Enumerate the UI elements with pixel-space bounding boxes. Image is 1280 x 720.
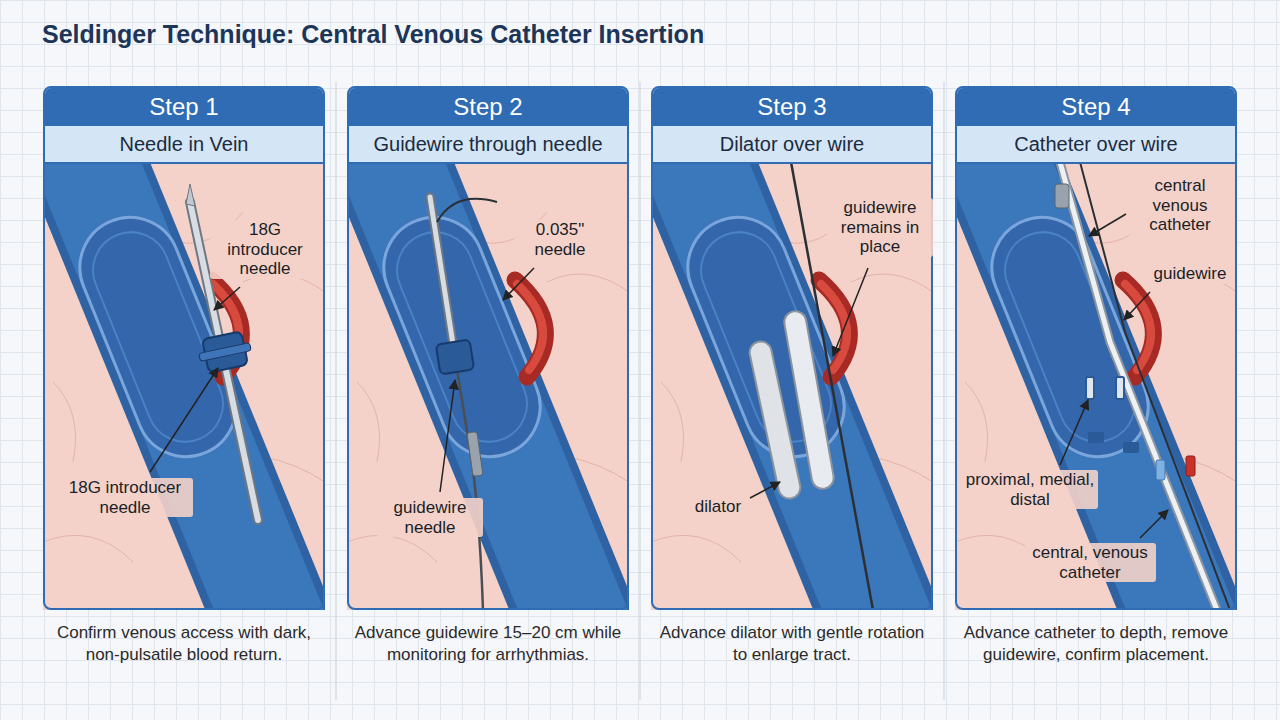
step-caption: Advance catheter to depth, remove guidew… xyxy=(955,622,1237,666)
leader-line xyxy=(1089,214,1126,236)
panel-frame: Step 3Dilator over wire xyxy=(651,86,933,610)
step-header: Step 2 xyxy=(349,88,627,126)
lumen-port xyxy=(1086,377,1094,399)
leader-line xyxy=(503,268,534,300)
separator xyxy=(640,82,641,700)
needle-hub xyxy=(199,343,252,362)
panel-frame: Step 4Catheter over wire xyxy=(955,86,1237,610)
step-subheader: Dilator over wire xyxy=(653,126,931,164)
wire-advancer xyxy=(467,432,483,477)
needle-shaft xyxy=(430,197,455,357)
callout-label: guidewire needle xyxy=(377,498,483,537)
lumen-port xyxy=(1186,456,1195,476)
needle-tip xyxy=(186,184,195,206)
leader-line xyxy=(750,482,780,498)
separator xyxy=(336,82,337,700)
step-panel: Step 3Dilator over wireAdvance dilator w… xyxy=(651,86,933,696)
step-header: Step 3 xyxy=(653,88,931,126)
leader-line xyxy=(440,380,455,492)
step3-illustration xyxy=(651,162,933,610)
lumen-port xyxy=(1116,377,1124,399)
guidewire xyxy=(455,357,483,610)
panel-frame: Step 1Needle in Vein xyxy=(43,86,325,610)
leader-line xyxy=(1124,292,1150,320)
callout-label: central, venous catheter xyxy=(1025,543,1156,582)
callout-label: guidewire remains in place xyxy=(827,198,933,257)
clamp xyxy=(1088,432,1104,443)
vein-artery xyxy=(651,162,933,610)
step1-illustration xyxy=(43,162,325,610)
callout-label: proximal, medial, distal xyxy=(962,470,1098,509)
leader-line xyxy=(1060,400,1088,465)
step-panel: Step 1Needle in VeinConfirm venous acces… xyxy=(43,86,325,696)
dilator xyxy=(783,309,836,490)
callout-label: central venous catheter xyxy=(1127,176,1233,235)
vein-artery xyxy=(955,162,1237,610)
needle-hub xyxy=(436,340,474,375)
vein-artery xyxy=(347,162,629,610)
step-header: Step 4 xyxy=(957,88,1235,126)
callout-label: 18G introducer needle xyxy=(57,478,193,517)
step-caption: Advance guidewire 15–20 cm while monitor… xyxy=(347,622,629,666)
callout-label: 0.035" needle xyxy=(515,220,605,259)
step-subheader: Guidewire through needle xyxy=(349,126,627,164)
step-header: Step 1 xyxy=(45,88,323,126)
vein-artery xyxy=(43,162,325,610)
catheter-hub xyxy=(1055,184,1069,208)
step2-illustration xyxy=(347,162,629,610)
clamp xyxy=(1123,442,1139,453)
needle-shaft xyxy=(430,197,455,357)
leader-line xyxy=(1140,510,1168,538)
callout-label: guidewire xyxy=(1151,264,1230,284)
step4-illustration xyxy=(955,162,1237,610)
lumen-port xyxy=(1156,460,1165,480)
leader-line xyxy=(833,268,868,356)
step-subheader: Needle in Vein xyxy=(45,126,323,164)
callout-label: dilator xyxy=(692,497,744,517)
leader-line xyxy=(150,368,218,472)
leader-lines xyxy=(150,214,1168,538)
step-caption: Confirm venous access with dark, non-pul… xyxy=(43,622,325,666)
step-panel: Step 2Guidewire through needleAdvance gu… xyxy=(347,86,629,696)
separator xyxy=(944,82,945,700)
guidewire xyxy=(437,199,497,222)
callout-label: 18G introducer needle xyxy=(210,220,320,279)
leader-line xyxy=(214,287,240,310)
diagram-title: Seldinger Technique: Central Venous Cath… xyxy=(42,20,704,49)
step-caption: Advance dilator with gentle rotation to … xyxy=(651,622,933,666)
step-subheader: Catheter over wire xyxy=(957,126,1235,164)
